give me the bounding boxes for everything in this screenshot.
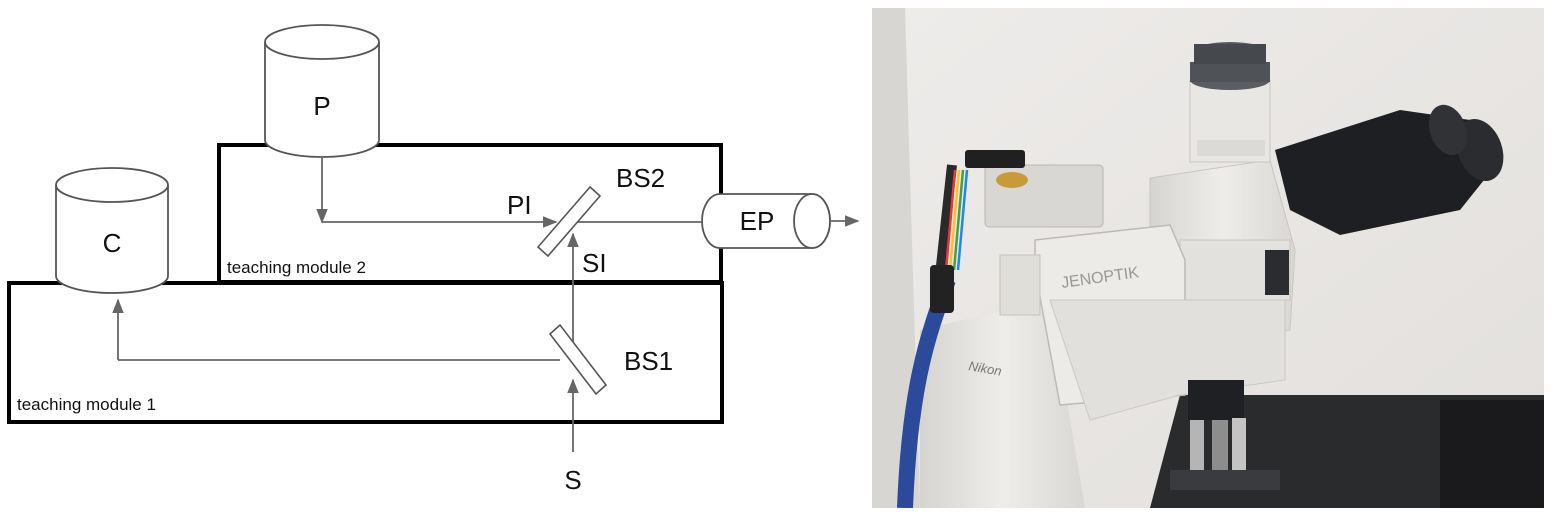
label-s: S xyxy=(564,465,581,495)
label-teaching-module-1: teaching module 1 xyxy=(17,395,156,414)
nikon-text: Nikon xyxy=(967,358,1002,379)
teaching-module-1-box xyxy=(7,281,724,424)
cylinder-c xyxy=(55,167,169,294)
microscope-photo: Nikon xyxy=(872,8,1544,508)
label-pi: PI xyxy=(507,190,532,220)
label-si: SI xyxy=(582,248,607,278)
label-teaching-module-2: teaching module 2 xyxy=(227,258,366,277)
label-c: C xyxy=(103,228,122,258)
beam-splitter-bs1 xyxy=(548,323,608,396)
label-bs1: BS1 xyxy=(624,346,673,376)
cylinder-p xyxy=(264,24,380,158)
label-bs2: BS2 xyxy=(616,163,665,193)
optical-diagram: P C EP BS2 PI SI BS1 S teaching module 2 xyxy=(7,24,860,495)
label-ep: EP xyxy=(740,206,775,236)
beam-splitter-bs2 xyxy=(536,185,602,258)
eyepiece-ep xyxy=(701,193,831,249)
label-p: P xyxy=(313,91,330,121)
